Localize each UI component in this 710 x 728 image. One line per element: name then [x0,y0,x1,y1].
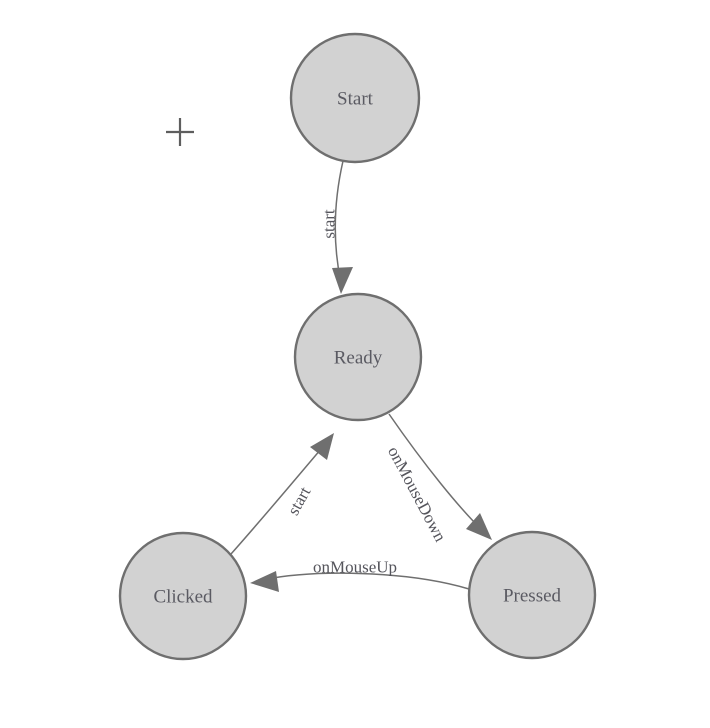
node-pressed-circle[interactable] [467,530,597,660]
plus-marker-icon [166,118,194,146]
edge-label-ready-to-pressed: onMouseDown [384,443,450,545]
edge-label-pressed-to-clicked: onMouseUp [313,558,397,577]
edge-ready-to-pressed[interactable] [388,413,492,540]
edge-start-to-ready[interactable] [332,160,353,294]
edge-label-text: onMouseUp [313,558,397,577]
node-ready[interactable]: Ready [293,292,423,422]
edge-label-start-to-ready: start [320,209,339,239]
edge-clicked-to-ready[interactable] [230,433,334,555]
edge-label-text: start [320,209,339,239]
edge-pressed-to-clicked[interactable] [250,571,470,592]
node-start[interactable]: Start [289,32,421,164]
node-clicked[interactable]: Clicked [118,531,248,661]
node-clicked-circle[interactable] [118,531,248,661]
node-pressed[interactable]: Pressed [467,530,597,660]
node-ready-circle[interactable] [293,292,423,422]
edge-label-text: onMouseDown [384,443,450,545]
node-start-circle[interactable] [289,32,421,164]
